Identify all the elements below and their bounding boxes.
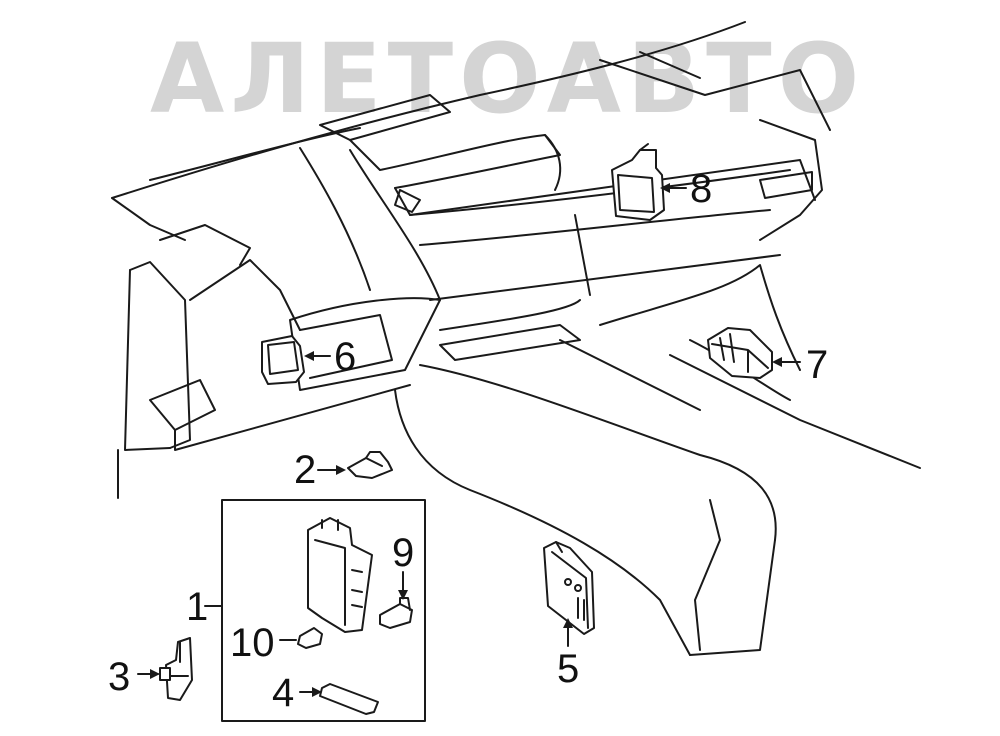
dashboard-outline	[111, 21, 921, 656]
part-2-clip	[317, 451, 393, 479]
part-5-computer-module	[543, 541, 595, 647]
part-6-switch	[261, 335, 331, 385]
watermark-logo: АЛЕТОАВТО	[150, 23, 865, 135]
callout-7: 7	[806, 343, 828, 387]
part-7-receiver	[707, 327, 801, 379]
callout-6: 6	[334, 335, 356, 379]
part-group-box	[221, 499, 426, 722]
callout-5: 5	[557, 647, 579, 691]
part-10-clip	[279, 627, 323, 649]
callout-4: 4	[272, 671, 294, 715]
callout-10: 10	[230, 621, 275, 665]
callout-1: 1	[186, 585, 208, 629]
part-4-antenna	[299, 683, 379, 715]
part-9-clip	[379, 571, 413, 629]
callout-8: 8	[690, 167, 712, 211]
part-3-bracket-sensor	[137, 637, 193, 701]
part-1-body-control-module	[307, 517, 373, 633]
callout-2: 2	[294, 448, 316, 492]
part-8-module	[611, 143, 687, 221]
callout-3: 3	[108, 655, 130, 699]
callout-9: 9	[392, 531, 414, 575]
